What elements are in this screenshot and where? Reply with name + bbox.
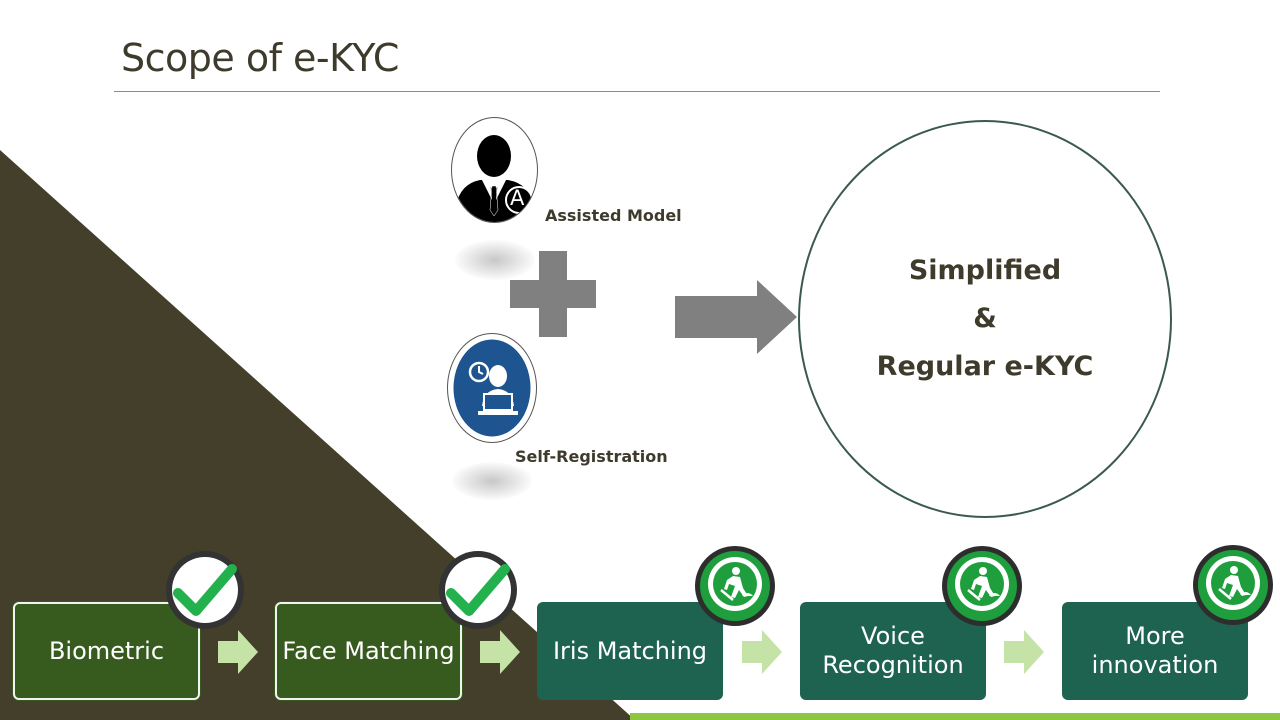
step-arrow-icon: [1004, 630, 1044, 674]
self-icon-shadow: [452, 462, 532, 500]
title-divider: [114, 91, 1160, 92]
result-circle: Simplified & Regular e-KYC: [798, 120, 1172, 518]
step-iris-matching: Iris Matching: [537, 602, 723, 700]
checkmark-icon: [166, 551, 244, 629]
plus-icon: [510, 251, 596, 337]
step-arrow-icon: [480, 630, 520, 674]
under-construction-worker-icon: [942, 546, 1022, 626]
self-registration-label: Self-Registration: [515, 447, 668, 466]
assisted-badge-letter: A: [510, 186, 525, 210]
under-construction-worker-icon: [695, 546, 775, 626]
step-more-innovation: More innovation: [1062, 602, 1248, 700]
right-arrow-icon: [675, 280, 797, 354]
step-face-matching: Face Matching: [275, 602, 462, 700]
page-title: Scope of e-KYC: [121, 36, 399, 80]
assisted-model-label: Assisted Model: [545, 206, 682, 225]
result-line-regular-ekyc: Regular e-KYC: [876, 351, 1094, 382]
result-line-simplified: Simplified: [908, 255, 1062, 286]
result-line-ampersand: &: [973, 303, 997, 334]
step-arrow-icon: [218, 630, 258, 674]
step-voice-recognition: Voice Recognition: [800, 602, 986, 700]
checkmark-icon: [439, 551, 517, 629]
accent-bar: [630, 713, 1280, 720]
under-construction-worker-icon: [1193, 545, 1273, 625]
step-arrow-icon: [742, 630, 782, 674]
person-at-computer-clock-icon: [447, 333, 537, 443]
businessman-icon: A: [451, 117, 538, 223]
assisted-icon-shadow: [455, 240, 535, 280]
step-biometric: Biometric: [13, 602, 200, 700]
